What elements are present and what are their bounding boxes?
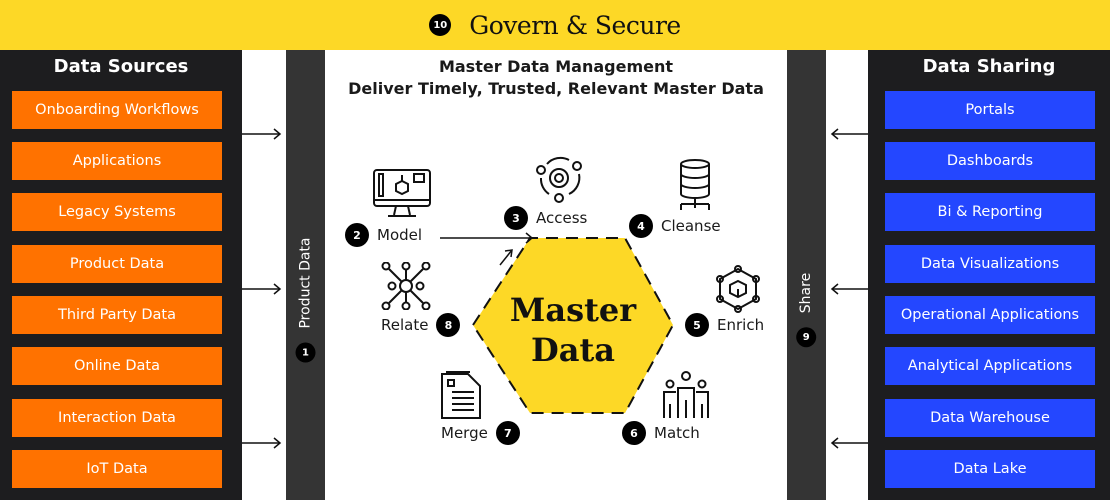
source-item: Online Data (12, 347, 222, 385)
sharing-item: Dashboards (885, 142, 1095, 180)
source-item: Third Party Data (12, 296, 222, 334)
step-merge: 7 Merge (433, 421, 520, 445)
step-badge-10: 10 (429, 14, 452, 36)
step-relate: 8 Relate (373, 313, 461, 337)
source-item: Interaction Data (12, 399, 222, 437)
source-item: Legacy Systems (12, 193, 222, 231)
gear-network-icon (536, 156, 582, 203)
source-item: Product Data (12, 245, 222, 283)
center-title-line1: Master Data Management (438, 57, 674, 76)
sharing-item: Data Warehouse (885, 399, 1095, 437)
sharing-item: Analytical Applications (885, 347, 1095, 385)
sharing-item: Portals (885, 91, 1095, 129)
step-cleanse: 4 Cleanse (629, 214, 729, 238)
sharing-item: Bi & Reporting (885, 193, 1095, 231)
source-item: Applications (12, 142, 222, 180)
data-sharing-title: Data Sharing (922, 56, 1056, 77)
cube-network-icon (716, 265, 760, 313)
sharing-item: Data Lake (885, 450, 1095, 488)
master-data-label: Master Data (509, 291, 637, 369)
center-title-line2: Deliver Timely, Trusted, Relevant Master… (348, 79, 764, 98)
step-match: 6 Match (622, 421, 708, 445)
sharing-item: Data Visualizations (885, 245, 1095, 283)
documents-icon (441, 371, 481, 419)
database-icon (680, 159, 710, 210)
share-bar: 9 Share (787, 50, 826, 500)
sharing-item: Operational Applications (885, 296, 1095, 334)
data-sources-panel: Data Sources Onboarding Workflows Applic… (0, 50, 242, 500)
step-access: 3 Access (504, 206, 595, 230)
node-network-icon (381, 262, 431, 310)
center-title: Master Data Management Deliver Timely, T… (325, 56, 787, 100)
step-model: 2 Model (345, 223, 430, 247)
source-item: Onboarding Workflows (12, 91, 222, 129)
monitor-3d-cube-icon (373, 169, 431, 217)
govern-secure-banner: 10 Govern & Secure (0, 0, 1110, 50)
product-data-bar: 1 Product Data (286, 50, 325, 500)
data-sharing-panel: Data Sharing Portals Dashboards Bi & Rep… (868, 50, 1110, 500)
people-group-icon (663, 371, 709, 418)
step-enrich: 5 Enrich (685, 313, 772, 337)
source-item: IoT Data (12, 450, 222, 488)
data-sources-title: Data Sources (53, 56, 189, 77)
banner-title: Govern & Secure (469, 10, 681, 40)
